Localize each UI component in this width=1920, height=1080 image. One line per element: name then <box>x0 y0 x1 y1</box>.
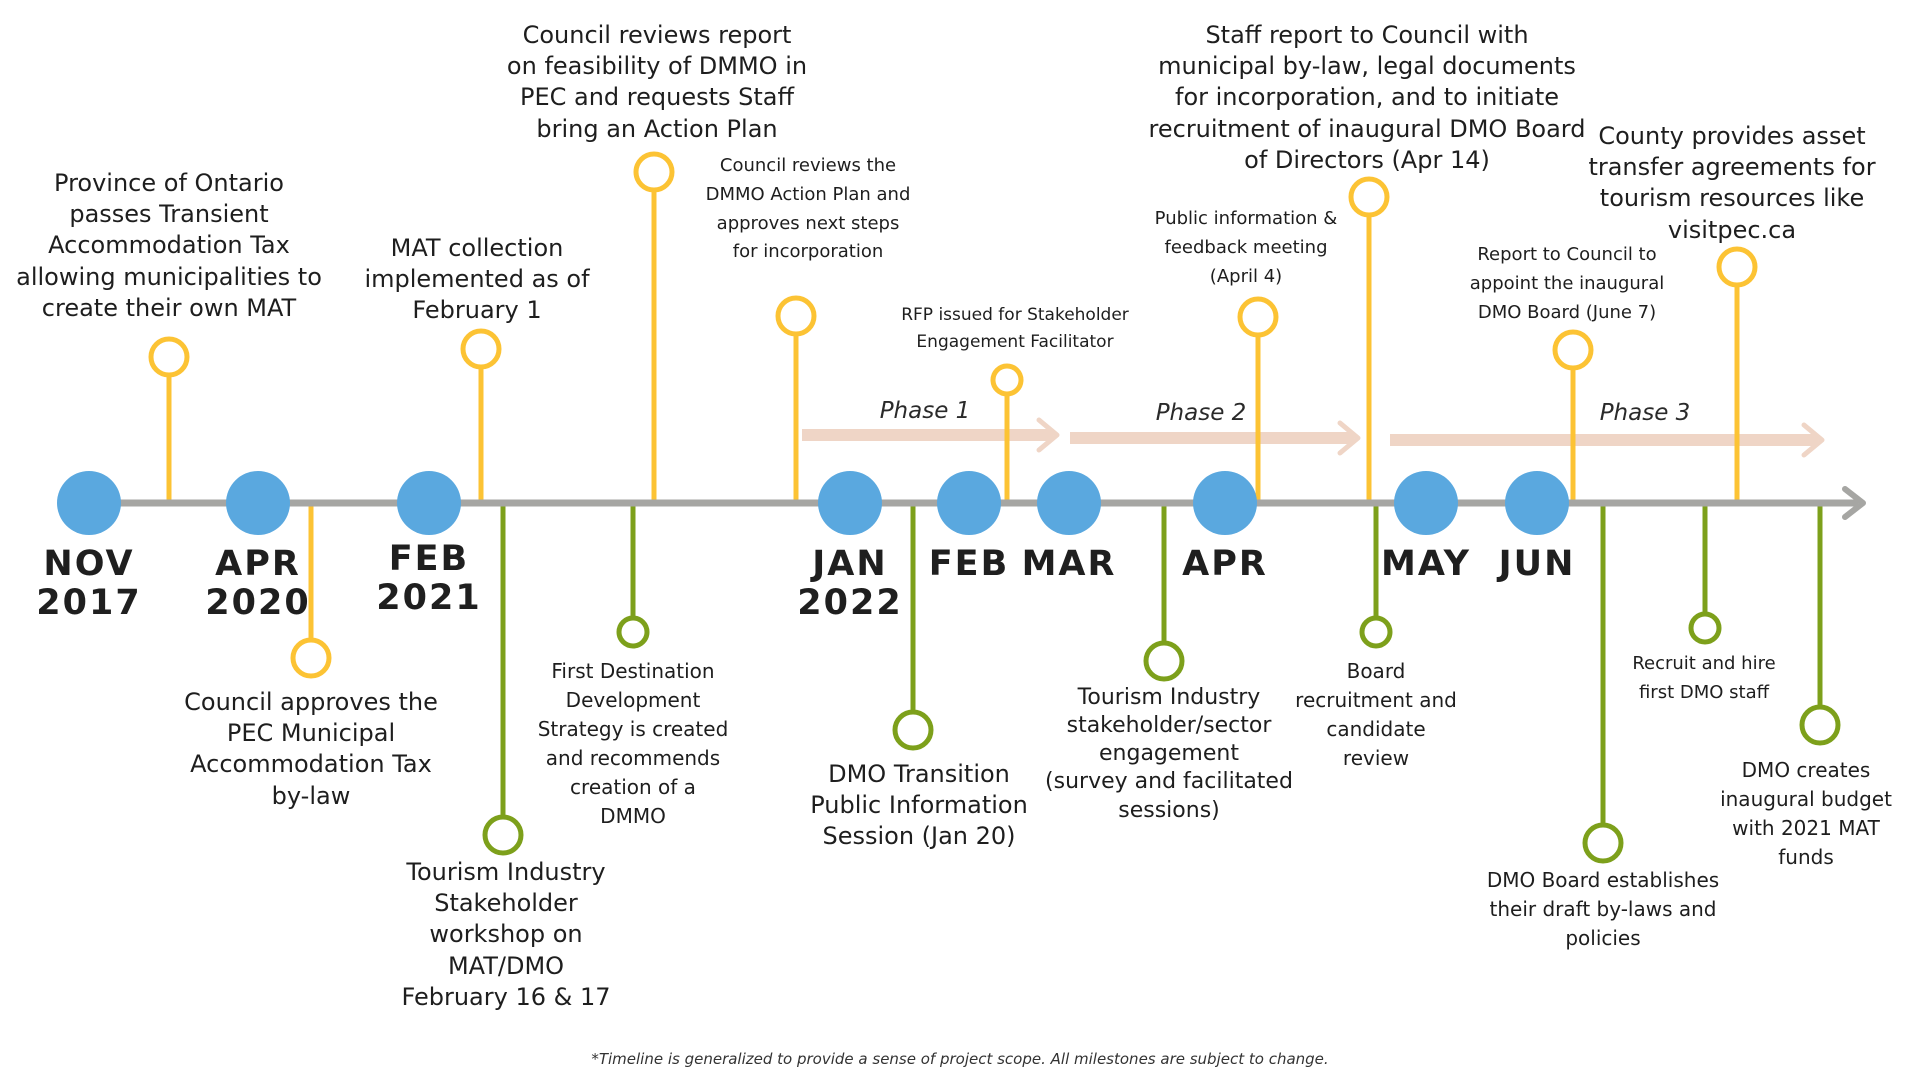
above-marker-3 <box>775 295 817 337</box>
below-marker-3 <box>1143 640 1185 682</box>
milestone-destination-strategy: First Destination Development Strategy i… <box>537 659 729 828</box>
date-circle-5 <box>1037 471 1101 535</box>
milestone-inaugural-budget: DMO creates inaugural budget with 2021 M… <box>1720 758 1892 869</box>
date-label-may-2022: MAY <box>1381 544 1471 584</box>
date-circle-4 <box>937 471 1001 535</box>
date-year: 2021 <box>376 578 482 619</box>
milestone-tax-bylaw: Council approves the PEC Municipal Accom… <box>184 688 438 810</box>
footnote: *Timeline is generalized to provide a se… <box>591 1050 1329 1068</box>
below-marker-5 <box>1688 611 1722 645</box>
date-month: MAR <box>1021 544 1117 584</box>
date-circle-2 <box>397 471 461 535</box>
date-circle-7 <box>1394 471 1458 535</box>
above-marker-8 <box>1716 246 1758 288</box>
date-label-apr-2022: APR <box>1182 544 1268 584</box>
date-month: APR <box>215 544 301 584</box>
phase-arrows <box>802 417 1825 458</box>
below-marker-2 <box>892 709 934 751</box>
date-circle-6 <box>1193 471 1257 535</box>
milestone-hire-staff: Recruit and hire first DMO staff <box>1632 653 1776 703</box>
date-year: 2022 <box>797 583 903 624</box>
date-label-jun-2022: JUN <box>1498 544 1576 584</box>
below-marker-1 <box>616 615 650 649</box>
date-year: 2020 <box>205 583 311 624</box>
date-label-nov-2017: NOV 2017 <box>36 544 142 624</box>
milestone-ontario-tax: Province of Ontario passes Transient Acc… <box>16 169 322 322</box>
date-label-feb-2021: FEB 2021 <box>376 539 482 619</box>
date-label-mar-2022: MAR <box>1021 544 1117 584</box>
milestone-rfp-issued: RFP issued for Stakeholder Engagement Fa… <box>901 305 1129 353</box>
date-label-jan-2022: JAN 2022 <box>797 544 903 624</box>
date-month: FEB <box>388 539 470 579</box>
milestone-action-plan: Council reviews the DMMO Action Plan and… <box>705 155 911 263</box>
milestone-sector-engagement: Tourism Industry stakeholder/sector enga… <box>1045 685 1293 823</box>
above-marker-6 <box>1348 176 1390 218</box>
date-month: JAN <box>812 544 888 584</box>
milestone-draft-bylaws: DMO Board establishes their draft by-law… <box>1486 868 1720 950</box>
date-label-apr-2020: APR 2020 <box>205 544 311 624</box>
date-circle-0 <box>57 471 121 535</box>
below-marker-4 <box>1359 615 1393 649</box>
date-circle-1 <box>226 471 290 535</box>
above-marker-1 <box>460 328 502 370</box>
above-marker-0 <box>148 336 190 378</box>
milestone-board-recruitment: Board recruitment and candidate review <box>1295 659 1457 770</box>
milestone-mat-collection: MAT collection implemented as of Februar… <box>364 234 590 325</box>
connector-lines <box>166 190 1823 825</box>
above-marker-5 <box>1237 296 1279 338</box>
above-marker-4 <box>990 363 1024 397</box>
milestone-stakeholder-workshop: Tourism Industry Stakeholder workshop on… <box>401 858 611 1011</box>
below-marker-7 <box>1799 704 1841 746</box>
date-month: FEB <box>928 544 1010 584</box>
phase-1-label: Phase 1 <box>879 398 971 424</box>
below-marker-0 <box>482 814 524 856</box>
milestone-board-appointment-report: Report to Council to appoint the inaugur… <box>1469 244 1665 323</box>
date-month: NOV <box>43 544 135 584</box>
above-marker-7 <box>1552 329 1594 371</box>
below-marker-6 <box>1582 822 1624 864</box>
milestone-transition-session: DMO Transition Public Information Sessio… <box>810 760 1028 851</box>
milestone-public-info-meeting: Public information & feedback meeting (A… <box>1154 208 1338 287</box>
phase-2-label: Phase 2 <box>1155 400 1247 426</box>
date-circle-8 <box>1505 471 1569 535</box>
date-year: 2017 <box>36 583 142 624</box>
milestone-feasibility-report: Council reviews report on feasibility of… <box>506 21 808 143</box>
milestone-asset-transfer: County provides asset transfer agreement… <box>1588 122 1876 244</box>
milestone-markers <box>57 151 1841 864</box>
date-circle-3 <box>818 471 882 535</box>
above-marker-2 <box>633 151 675 193</box>
timeline-axis-arrowhead <box>1842 486 1866 520</box>
date-month: MAY <box>1381 544 1471 584</box>
phase-3-label: Phase 3 <box>1599 400 1691 426</box>
phase-1-arrowhead <box>1036 417 1060 453</box>
below-marker-yellow <box>290 637 332 679</box>
milestone-staff-report: Staff report to Council with municipal b… <box>1148 21 1586 174</box>
phase-2-arrowhead <box>1337 420 1361 456</box>
date-label-feb-2022: FEB <box>928 544 1010 584</box>
phase-3-arrowhead <box>1801 422 1825 458</box>
date-month: JUN <box>1498 544 1576 584</box>
date-month: APR <box>1182 544 1268 584</box>
